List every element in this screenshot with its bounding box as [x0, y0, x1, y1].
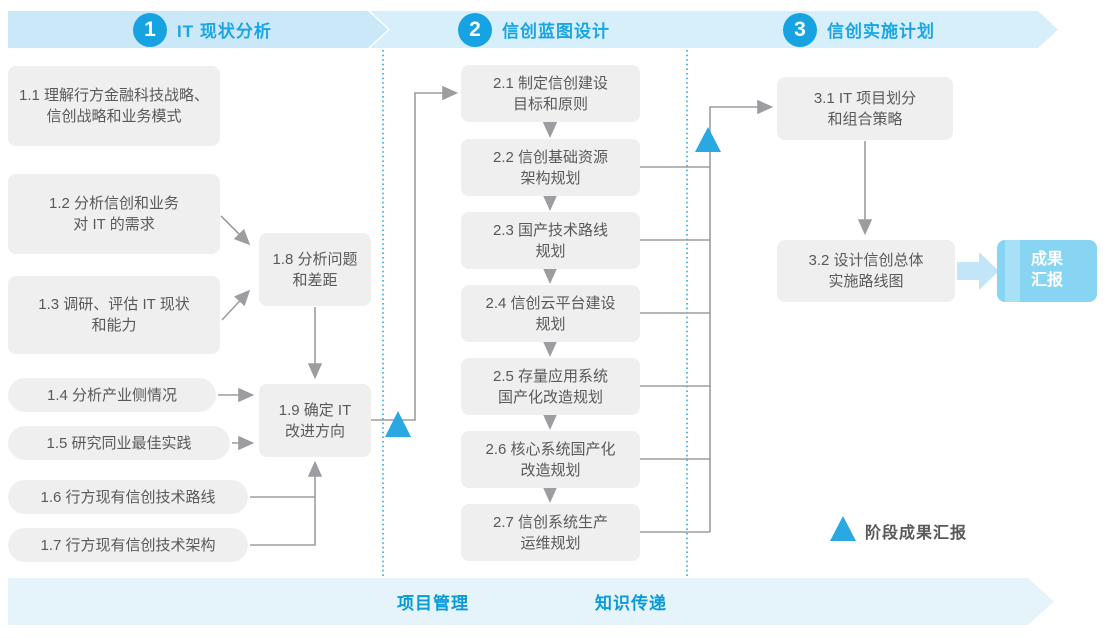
legend-milestone-label: 阶段成果汇报: [865, 525, 968, 542]
arrow-collector-to-3-1: [709, 99, 774, 532]
phase3-number-badge: 3: [783, 13, 817, 47]
arrow-1-3-to-1-8: [221, 289, 251, 321]
bottom-banner: [8, 578, 1054, 625]
phase1-number: 1: [144, 17, 156, 41]
box-1-7: 1.7 行方现有信创技术架构: [8, 528, 248, 562]
legend-triangle-icon: [830, 516, 856, 541]
phase3-title: 信创实施计划: [827, 22, 935, 41]
milestone-triangle-phase1-icon: [385, 411, 411, 437]
box-1-3: 1.3 调研、评估 IT 现状 和能力: [8, 276, 220, 354]
bottom-label-knowledge-transfer: 知识传递: [595, 594, 667, 613]
phase2-banner: 2 信创蓝图设计: [370, 11, 690, 48]
box-1-5: 1.5 研究同业最佳实践: [8, 426, 230, 460]
milestone-triangle-phase2-icon: [695, 127, 721, 152]
phase3-banner: 3 信创实施计划: [668, 11, 1058, 48]
result-report-label: 成果 汇报: [1030, 251, 1063, 289]
phase1-number-badge: 1: [133, 13, 167, 47]
box-1-6: 1.6 行方现有信创技术路线: [8, 480, 248, 514]
box-2-7: 2.7 信创系统生产 运维规划: [461, 504, 640, 561]
phase2-number-badge: 2: [458, 13, 492, 47]
box-3-1: 3.1 IT 项目划分 和组合策略: [777, 77, 953, 140]
phase1-title: IT 现状分析: [177, 22, 272, 41]
box-2-5: 2.5 存量应用系统 国产化改造规划: [461, 358, 640, 415]
box-1-8: 1.8 分析问题 和差距: [259, 233, 371, 306]
box-1-4: 1.4 分析产业侧情况: [8, 378, 216, 412]
arrow-1-9-to-2-1: [371, 85, 459, 421]
box-2-6: 2.6 核心系统国产化 改造规划: [461, 431, 640, 488]
box-1-2: 1.2 分析信创和业务 对 IT 的需求: [8, 174, 220, 254]
box-2-2: 2.2 信创基础资源 架构规划: [461, 139, 640, 196]
arrow-1-2-to-1-8: [220, 215, 251, 246]
fat-arrow-3-2-to-result-icon: [957, 252, 999, 290]
phase1-banner: 1 IT 现状分析: [8, 11, 388, 48]
result-report-box: 成果 汇报: [997, 240, 1097, 302]
phase2-title: 信创蓝图设计: [502, 22, 610, 41]
box-2-3: 2.3 国产技术路线 规划: [461, 212, 640, 269]
phase3-number: 3: [794, 17, 806, 41]
box-1-1: 1.1 理解行方金融科技战略、 信创战略和业务模式: [8, 66, 220, 146]
box-2-4: 2.4 信创云平台建设 规划: [461, 285, 640, 342]
phase2-number: 2: [469, 17, 481, 41]
box-2-1: 2.1 制定信创建设 目标和原则: [461, 65, 640, 122]
box-1-9: 1.9 确定 IT 改进方向: [259, 384, 371, 457]
box-3-2: 3.2 设计信创总体 实施路线图: [777, 240, 955, 302]
arrow-1-7-to-1-9: [250, 460, 323, 546]
bottom-label-project-management: 项目管理: [397, 594, 469, 613]
